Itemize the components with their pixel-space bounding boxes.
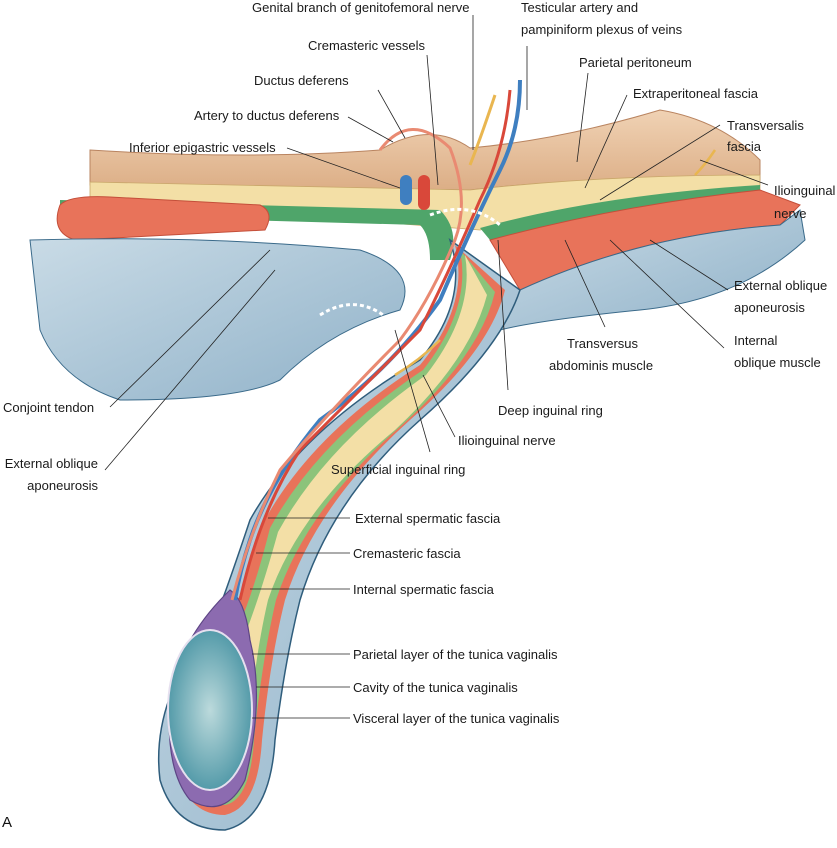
genital-branch-nerve xyxy=(468,94,497,166)
label-cremasteric-fascia: Cremasteric fascia xyxy=(353,546,461,561)
label-transversalis-1: Transversalis xyxy=(727,118,804,133)
label-ext-oblique-right-1: External oblique xyxy=(734,278,828,293)
label-ext-oblique-left-2: aponeurosis xyxy=(27,478,98,493)
label-cavity-tunica: Cavity of the tunica vaginalis xyxy=(353,680,518,695)
label-ilioinguinal-top-1: Ilioinguinal xyxy=(774,183,836,198)
superficial-inguinal-ring xyxy=(319,303,397,327)
label-internal-oblique-1: Internal xyxy=(734,333,778,348)
spermatic-cord-core xyxy=(199,255,488,798)
panel-letter: A xyxy=(2,814,13,831)
aponeurosis-left xyxy=(29,238,406,401)
label-ilioinguinal-mid: Ilioinguinal nerve xyxy=(458,433,556,448)
label-ductus-deferens: Ductus deferens xyxy=(254,73,349,88)
label-parietal-tunica: Parietal layer of the tunica vaginalis xyxy=(353,647,558,662)
ilioinguinal-nerve xyxy=(394,339,441,377)
deep-inguinal-ring xyxy=(429,207,501,227)
label-external-spermatic: External spermatic fascia xyxy=(355,511,501,526)
label-internal-spermatic: Internal spermatic fascia xyxy=(353,582,494,597)
ilioinguinal-nerve-top xyxy=(694,149,717,176)
label-transversus-1: Transversus xyxy=(567,336,639,351)
testicular-artery xyxy=(238,89,512,601)
label-ext-oblique-left-1: External oblique xyxy=(4,456,98,471)
label-transversus-2: abdominis muscle xyxy=(549,358,654,373)
label-cremasteric-vessels: Cremasteric vessels xyxy=(308,38,426,53)
ductus-deferens-vessel xyxy=(230,128,463,601)
inferior-epigastric-vein xyxy=(400,175,412,205)
label-testicular-artery-1: Testicular artery and xyxy=(521,0,639,15)
inferior-epigastric-artery xyxy=(418,175,430,210)
label-superficial-ring: Superficial inguinal ring xyxy=(331,462,466,477)
label-parietal-peritoneum: Parietal peritoneum xyxy=(579,55,692,70)
aponeurosis-right xyxy=(499,209,806,331)
label-internal-oblique-2: oblique muscle xyxy=(734,355,821,370)
transversus-muscle-left xyxy=(56,196,270,241)
label-artery-ductus: Artery to ductus deferens xyxy=(194,108,340,123)
label-ilioinguinal-top-2: nerve xyxy=(774,206,807,221)
leader-lines xyxy=(104,15,769,719)
label-genital-branch: Genital branch of genitofemoral nerve xyxy=(252,0,470,15)
label-inferior-epigastric: Inferior epigastric vessels xyxy=(129,140,276,155)
label-conjoint-tendon: Conjoint tendon xyxy=(3,400,95,415)
label-ext-oblique-right-2: aponeurosis xyxy=(734,300,805,315)
label-visceral-tunica: Visceral layer of the tunica vaginalis xyxy=(353,711,560,726)
label-deep-ring: Deep inguinal ring xyxy=(498,403,603,418)
label-testicular-artery-2: pampiniform plexus of veins xyxy=(521,22,683,37)
label-extraperitoneal-fascia: Extraperitoneal fascia xyxy=(633,86,759,101)
testis xyxy=(167,629,253,791)
label-transversalis-2: fascia xyxy=(727,139,761,154)
